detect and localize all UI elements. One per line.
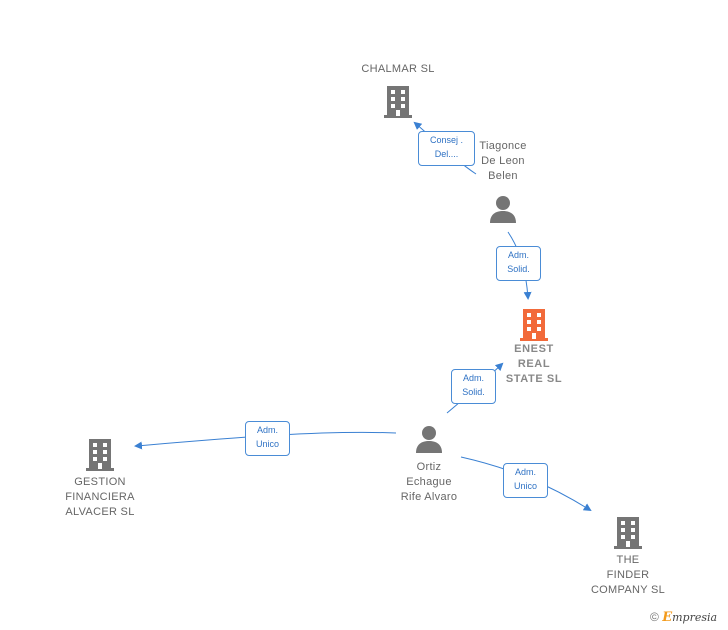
edge-label-line: Unico [255, 439, 279, 449]
node-label-line: THE [616, 554, 640, 566]
person-icon [490, 196, 516, 223]
node-label-line: FINDER [606, 569, 650, 581]
edge-label-line: Solid. [507, 264, 530, 274]
edge-label-line: Del.... [434, 149, 459, 159]
building-icon [520, 309, 548, 341]
edge-label-line: Adm. [514, 467, 536, 477]
node-label-line: De Leon [481, 155, 525, 167]
node-label-line: Rife Alvaro [400, 491, 458, 503]
node-label-line: Tiagonce [479, 140, 527, 152]
node-label-line: Belen [488, 170, 518, 182]
node-label-line: GESTION [74, 476, 126, 488]
node-label-line: ALVACER SL [65, 506, 135, 518]
brand-logo: Empresia [662, 610, 718, 625]
edge-label-adm-unico-1[interactable]: Adm. Unico [245, 421, 290, 456]
node-label-line: ENEST [514, 343, 554, 355]
copyright-icon: © [650, 610, 659, 624]
edge-label-line: Adm. [256, 425, 278, 435]
edge-label-consej[interactable]: Consej . Del.... [418, 131, 475, 166]
node-label-line: STATE SL [505, 373, 563, 385]
footer-watermark: © Empresia [650, 610, 717, 625]
edge-label-line: Adm. [462, 373, 484, 383]
node-chalmar[interactable]: CHALMAR SL [346, 62, 450, 119]
edge-label-line: Solid. [462, 387, 485, 397]
person-icon [416, 426, 442, 453]
building-icon [384, 86, 412, 118]
node-label-line: FINANCIERA [65, 491, 135, 503]
edge-label-line: Consej . [429, 135, 464, 145]
node-label-line: COMPANY SL [590, 584, 666, 596]
edge-label-adm-solid-2[interactable]: Adm. Solid. [451, 369, 496, 404]
node-finder[interactable]: THE FINDER COMPANY SL [578, 514, 678, 598]
edge-label-adm-unico-2[interactable]: Adm. Unico [503, 463, 548, 498]
node-ortiz[interactable]: Ortiz Echague Rife Alvaro [382, 424, 476, 505]
building-icon [86, 439, 114, 471]
node-label: CHALMAR SL [361, 63, 435, 75]
node-label-line: REAL [517, 358, 551, 370]
edge-label-line: Unico [513, 481, 537, 491]
node-gestion[interactable]: GESTION FINANCIERA ALVACER SL [52, 436, 148, 520]
node-label-line: Echague [406, 476, 452, 488]
node-enest[interactable]: ENEST REAL STATE SL [490, 306, 578, 387]
node-tiagonce[interactable]: Tiagonce De Leon Belen [462, 139, 544, 224]
edge-label-line: Adm. [507, 250, 529, 260]
building-icon [614, 517, 642, 549]
edge-label-adm-solid-1[interactable]: Adm. Solid. [496, 246, 541, 281]
node-label-line: Ortiz [416, 461, 442, 473]
